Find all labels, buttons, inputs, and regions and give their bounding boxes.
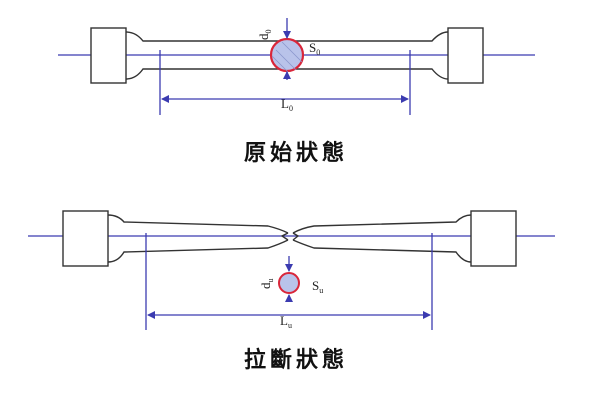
bottom-right-grip — [470, 210, 517, 267]
bottom-area-label: Su — [312, 278, 323, 295]
fractured-specimen — [28, 210, 555, 330]
original-specimen — [58, 18, 535, 115]
top-right-grip — [447, 27, 484, 84]
bottom-section-circle — [278, 272, 300, 294]
bottom-caption: 拉斷狀態 — [244, 347, 348, 373]
top-length-label: L0 — [281, 96, 293, 113]
top-left-grip — [90, 27, 127, 84]
bottom-length-label: Lu — [280, 313, 292, 330]
bottom-left-half — [107, 214, 289, 263]
top-caption: 原始狀態 — [244, 140, 348, 166]
top-diameter-label: d0 — [256, 30, 273, 41]
top-section-circle — [269, 37, 305, 73]
bottom-diameter-label: du — [258, 279, 275, 290]
bottom-right-half — [292, 214, 472, 263]
bottom-left-grip — [62, 210, 109, 267]
top-area-label: S0 — [309, 40, 320, 57]
